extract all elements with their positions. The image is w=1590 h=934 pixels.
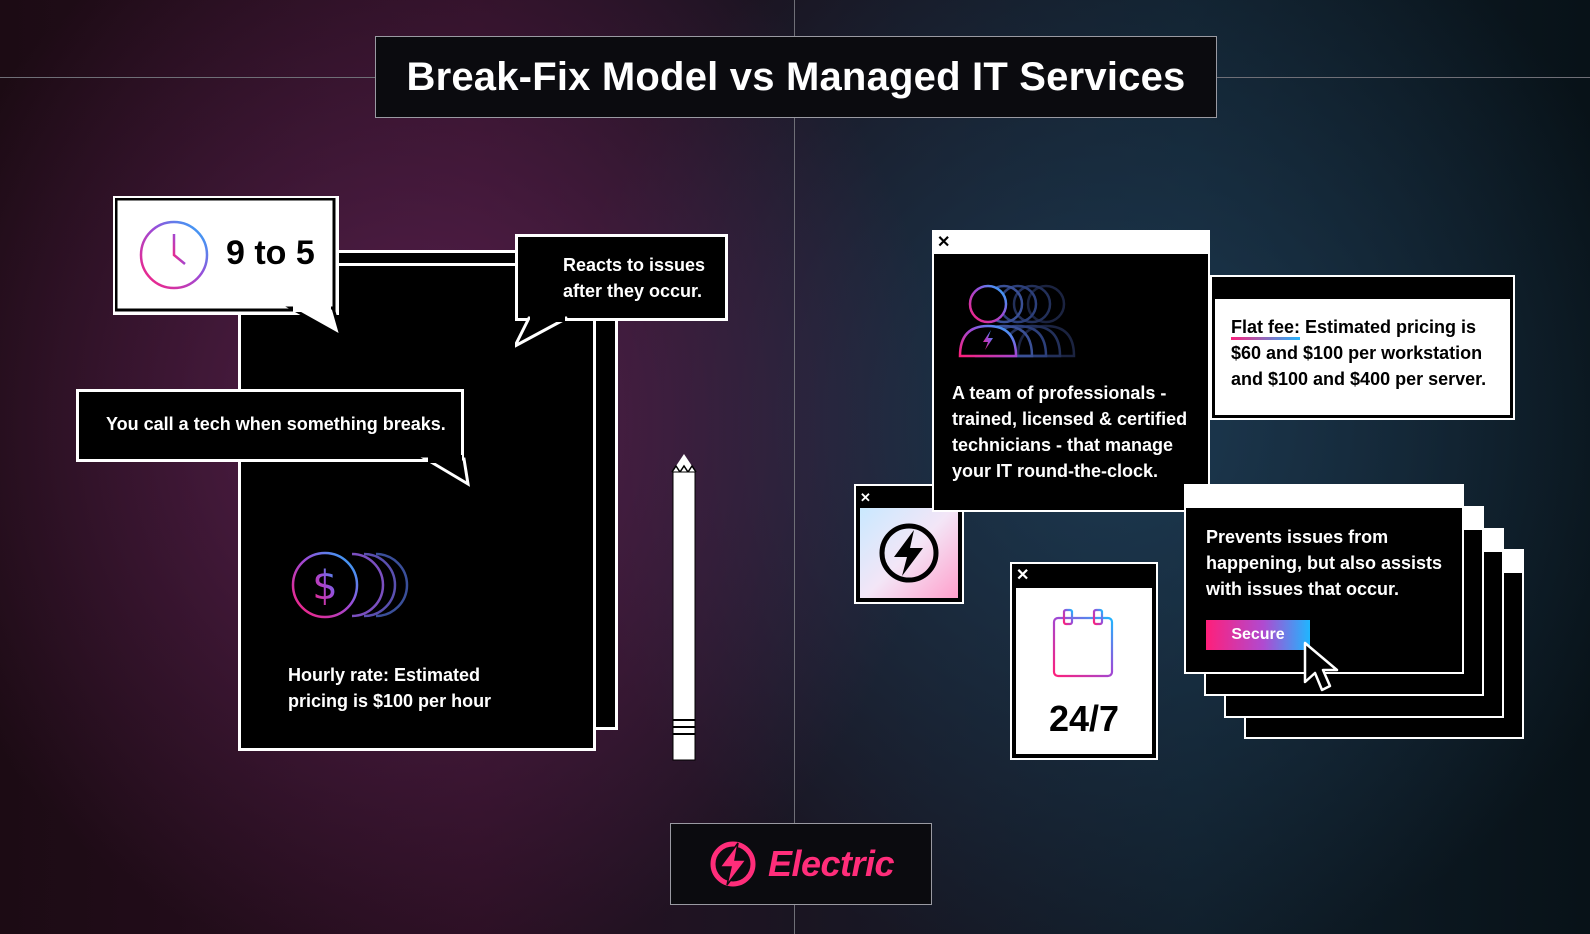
svg-text:$: $ <box>312 563 337 609</box>
cursor-icon <box>1303 641 1339 692</box>
brand-logo: Electric <box>670 823 932 905</box>
team-text: A team of professionals - trained, licen… <box>952 380 1202 484</box>
clock-icon <box>139 220 209 290</box>
title-rule-right <box>1215 77 1590 78</box>
team-window-titlebar <box>934 232 1208 254</box>
prevents-text-line1: Prevents issues from <box>1206 527 1389 547</box>
prevents-text-line3: with issues that occur. <box>1206 579 1400 599</box>
prevents-text-line2: happening, but also assists <box>1206 553 1443 573</box>
prevents-text: Prevents issues from happening, but also… <box>1206 524 1456 602</box>
availability-label: 24/7 <box>1048 698 1120 739</box>
hours-bubble <box>113 196 343 339</box>
center-divider <box>794 0 795 934</box>
team-window <box>932 230 1210 512</box>
flat-fee-line2: $60 and $100 per workstation <box>1231 343 1483 363</box>
close-icon[interactable]: ✕ <box>1016 567 1030 584</box>
flat-fee-window <box>1210 275 1515 420</box>
flat-fee-text: Flat fee: Estimated pricing is $60 and $… <box>1231 314 1501 392</box>
reacts-text-line1: Reacts to issues <box>563 255 706 275</box>
lightning-icon <box>879 523 939 583</box>
hourly-rate-line2: pricing is $100 per hour <box>288 691 492 711</box>
title-rule-left <box>0 77 375 78</box>
team-text-line2: trained, licensed & certified <box>952 409 1188 429</box>
dollar-coins-icon: $ <box>291 551 409 619</box>
reacts-bubble <box>515 234 728 348</box>
team-icon <box>958 284 1076 358</box>
page-title: Break-Fix Model vs Managed IT Services <box>375 36 1217 118</box>
stack-corner <box>1464 508 1482 530</box>
hourly-rate-line1: Hourly rate: Estimated <box>288 665 481 685</box>
availability-panel <box>1016 588 1152 754</box>
call-bubble <box>76 389 470 487</box>
close-icon[interactable]: ✕ <box>937 234 951 251</box>
reacts-text-line2: after they occur. <box>563 281 703 301</box>
pencil-icon <box>671 454 697 761</box>
stack-corner <box>1504 551 1522 573</box>
hourly-rate-text: Hourly rate: Estimated pricing is $100 p… <box>288 662 491 714</box>
team-text-line3: technicians - that manage <box>952 435 1174 455</box>
flat-fee-line1: Estimated pricing is <box>1300 317 1477 337</box>
flat-fee-label: Flat fee: <box>1231 317 1301 340</box>
close-icon[interactable]: ✕ <box>860 490 871 505</box>
flat-fee-line3: and $100 and $400 per server. <box>1231 369 1487 389</box>
secure-button[interactable]: Secure <box>1206 620 1310 650</box>
availability-window <box>1010 562 1158 760</box>
hours-label: 9 to 5 <box>226 234 315 272</box>
notepad-sheet <box>238 263 596 751</box>
reacts-text: Reacts to issues after they occur. <box>563 252 733 304</box>
page-title-text: Break-Fix Model vs Managed IT Services <box>406 54 1186 99</box>
calendar-icon <box>1052 608 1114 678</box>
team-text-line4: your IT round-the-clock. <box>952 461 1159 481</box>
team-text-line1: A team of professionals - <box>952 383 1167 403</box>
electric-logo-icon <box>710 841 756 887</box>
call-text: You call a tech when something breaks. <box>106 414 446 434</box>
prevents-window-titlebar <box>1186 486 1462 508</box>
stack-corner <box>1484 530 1502 552</box>
brand-name: Electric <box>767 843 895 884</box>
hours-bubble-outline <box>113 196 343 339</box>
